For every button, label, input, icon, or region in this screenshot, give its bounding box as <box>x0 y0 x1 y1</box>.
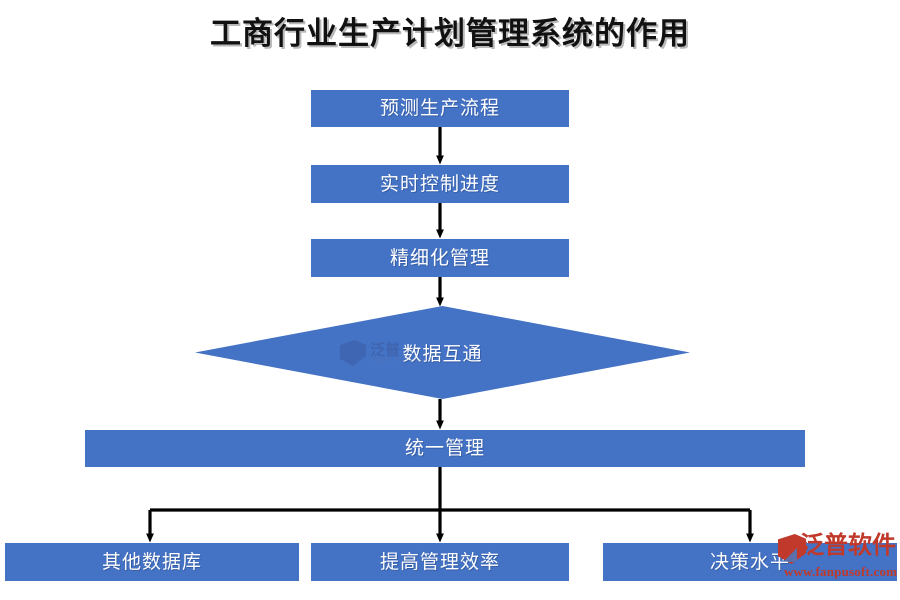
flow-node-other-database[interactable]: 其他数据库 <box>5 543 299 581</box>
flow-node-refined-management[interactable]: 精细化管理 <box>311 239 569 277</box>
flow-node-realtime-progress-control[interactable]: 实时控制进度 <box>311 165 569 203</box>
flow-node-data-interoperability[interactable]: 数据互通 <box>195 306 690 399</box>
flow-node-unified-management[interactable]: 统一管理 <box>85 430 805 467</box>
flow-node-decision-level[interactable]: 决策水平 <box>603 543 897 581</box>
page-title: 工商行业生产计划管理系统的作用 <box>210 16 690 51</box>
flow-node-improve-management-efficiency[interactable]: 提高管理效率 <box>311 543 569 581</box>
diamond-label: 数据互通 <box>402 344 483 365</box>
flow-node-forecast-production-process[interactable]: 预测生产流程 <box>311 90 569 127</box>
